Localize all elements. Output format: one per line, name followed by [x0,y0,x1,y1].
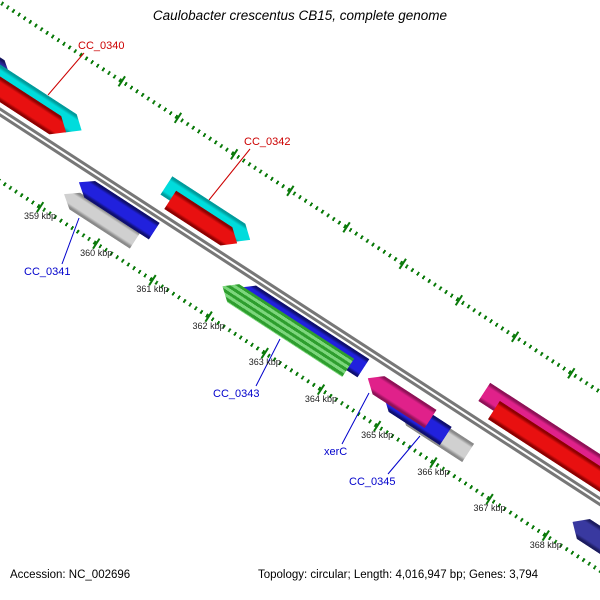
leader-line-CC_0340 [47,52,85,96]
gene-label-CC_0345[interactable]: CC_0345 [349,476,396,488]
status-topology: Topology: circular; Length: 4,016,947 bp… [258,569,539,581]
status-accession: Accession: NC_002696 [10,569,131,581]
gene-label-xerC[interactable]: xerC [324,446,348,458]
gene-label-CC_0342[interactable]: CC_0342 [244,136,291,148]
gene-label-CC_0340[interactable]: CC_0340 [78,40,125,52]
gene-label-CC_0341[interactable]: CC_0341 [24,266,71,278]
gene-arrow-magenta-1[interactable] [362,369,437,428]
leader-line-CC_0342 [208,148,251,201]
ruler-dotted-line-outer [0,0,600,542]
gene-label-CC_0343[interactable]: CC_0343 [213,388,260,400]
figure-title: Caulobacter crescentus CB15, complete ge… [152,8,448,23]
